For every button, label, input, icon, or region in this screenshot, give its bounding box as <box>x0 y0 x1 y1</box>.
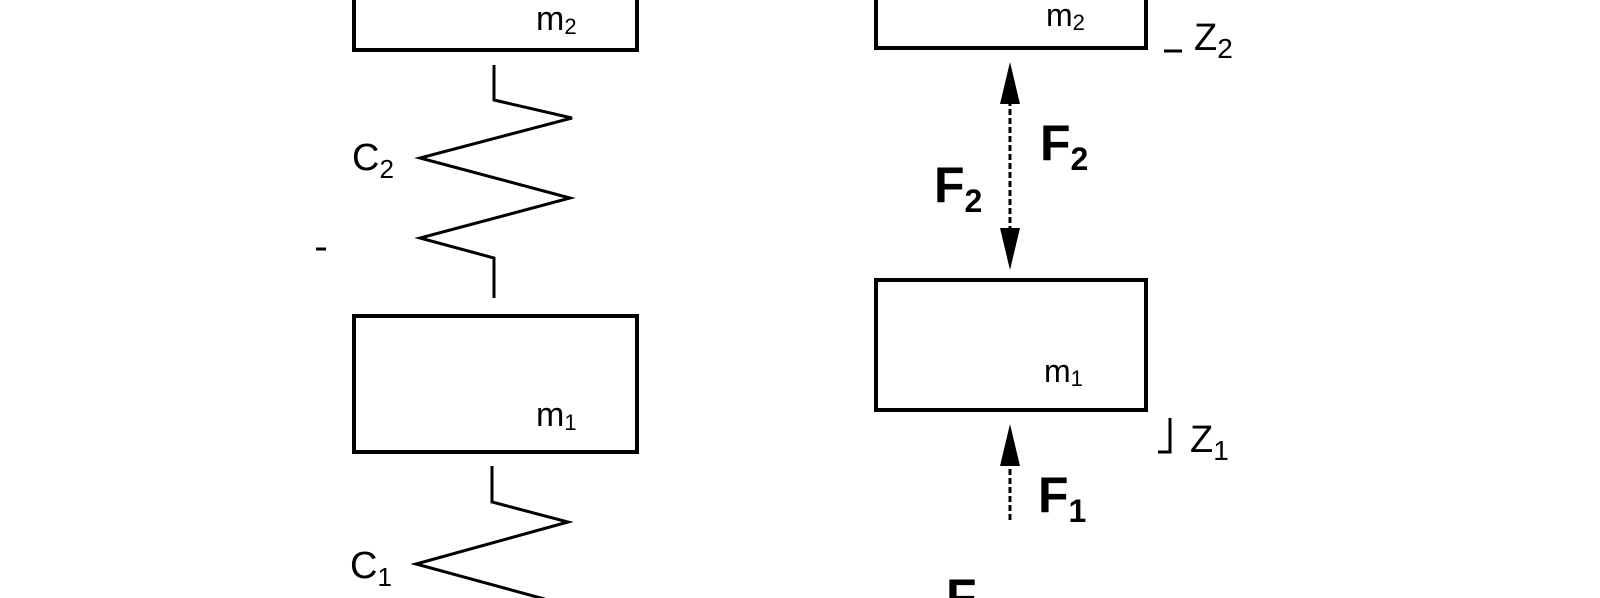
f1-arrow-head <box>1000 424 1020 466</box>
left-m1-label: m1 <box>536 396 577 435</box>
right-figure <box>874 0 1182 454</box>
right-m1-label: m1 <box>1044 353 1083 391</box>
left-c1-label: C1 <box>350 545 392 592</box>
f2-label-left: F2 <box>934 157 982 219</box>
z1-label: Z1 <box>1190 419 1229 466</box>
left-labels: m2 C2 m1 C1 <box>350 0 577 592</box>
f2-label-right: F2 <box>1040 115 1088 177</box>
left-mass-m1 <box>352 314 639 454</box>
right-m2-label: m2 <box>1046 0 1085 35</box>
left-figure <box>316 0 639 598</box>
left-mass-m2 <box>352 0 639 52</box>
bottom-f-label: F <box>946 569 977 598</box>
z1-bracket <box>1158 418 1172 454</box>
z2-label: Z2 <box>1194 17 1233 64</box>
f2-arrow-head-up <box>1000 62 1020 104</box>
f2-arrow-head-down <box>1000 228 1020 270</box>
right-mass-m1 <box>874 278 1148 412</box>
right-labels: m2 Z2 F2 F2 m1 Z1 F1 F <box>934 0 1233 598</box>
right-mass-m2 <box>874 0 1148 50</box>
force-arrows <box>1000 62 1020 520</box>
left-spring-c2 <box>414 65 576 298</box>
f1-label: F1 <box>1038 467 1086 529</box>
left-c2-label: C2 <box>352 137 394 184</box>
left-m2-label: m2 <box>536 0 577 39</box>
left-spring-c1 <box>410 466 574 598</box>
